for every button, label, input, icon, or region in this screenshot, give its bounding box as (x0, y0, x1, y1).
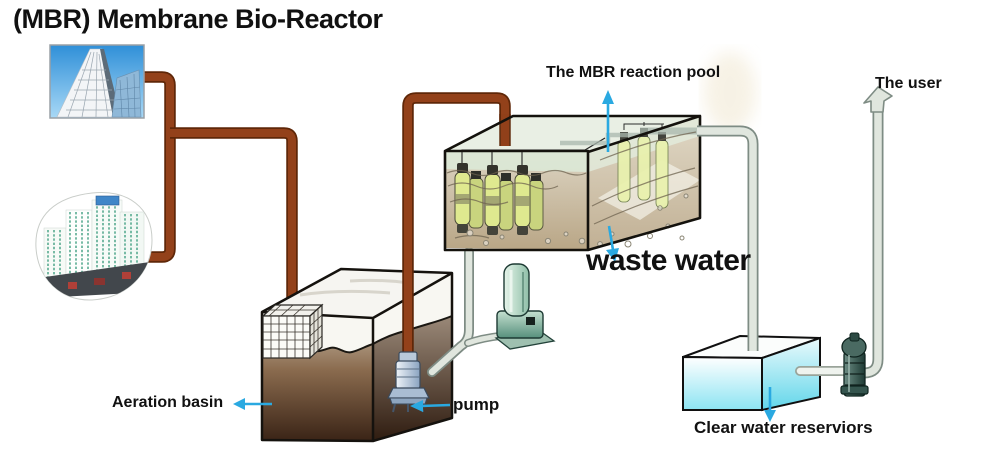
office-building-photo-icon (49, 44, 145, 119)
membrane-modules-row2 (468, 171, 544, 231)
clear-water-label: Clear water reserviors (694, 418, 873, 437)
aeration-basin-label: Aeration basin (112, 394, 224, 411)
user-label: The user (875, 75, 942, 92)
pump-arrow (410, 400, 451, 412)
sewage-pipe-from-buildings (141, 71, 298, 314)
user-supply-pipe (856, 86, 893, 379)
inlet-screen-mesh (261, 303, 324, 360)
page-title: (MBR) Membrane Bio-Reactor (13, 4, 383, 34)
user-arrow-head-icon (863, 86, 893, 113)
delivery-pump (840, 332, 869, 397)
annotation-arrows (233, 90, 776, 422)
clear-water-arrow (764, 387, 776, 422)
mbr-pool-label: The MBR reaction pool (546, 64, 721, 81)
residential-building-photo-icon (35, 191, 153, 301)
pump-label: pump (453, 395, 500, 414)
aeration-basin-arrow (233, 398, 272, 410)
waste-water-arrow (606, 225, 619, 262)
air-pipe-to-basin (427, 247, 504, 377)
waste-water-label: waste water (586, 244, 751, 277)
mbr-reaction-pool-tank (443, 114, 702, 252)
background-smudge (704, 52, 756, 132)
water-surface-waves (446, 131, 699, 239)
permeate-pipe-to-reservoir (697, 125, 759, 346)
mbr-pool-arrow (602, 90, 614, 152)
air-blower (494, 263, 556, 350)
pump-discharge-pipe (402, 92, 511, 362)
